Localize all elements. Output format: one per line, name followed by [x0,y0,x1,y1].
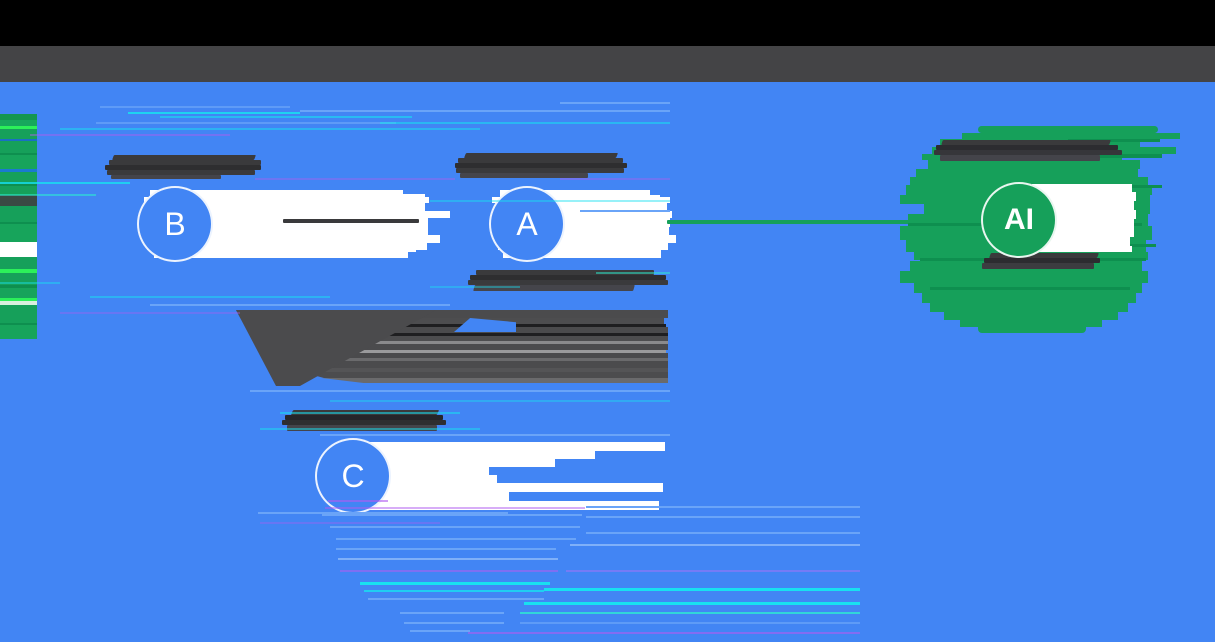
diagram-canvas[interactable]: B A [0,82,1215,642]
dark-smear-artifact [236,310,668,386]
node-ai-badge-label: AI [1004,203,1034,236]
node-b-badge-label: B [164,205,186,242]
node-a-badge[interactable]: A [489,186,565,262]
node-c-badge-label: C [341,457,365,494]
edge-a-to-ai [667,220,932,224]
node-ai-badge[interactable]: AI [981,182,1057,258]
node-a-sublabel [468,270,668,292]
node-c-badge[interactable]: C [315,438,391,514]
left-green-fragment [0,114,37,339]
node-a-card[interactable] [492,190,676,258]
node-a-label [455,153,630,178]
node-ai-group[interactable]: AI [900,96,1215,346]
node-ai-label [934,140,1124,162]
node-b-card[interactable] [144,190,450,258]
node-ai-sublabel [982,253,1102,271]
node-c-card[interactable] [335,442,665,510]
node-b-label [105,155,265,179]
node-a-badge-label: A [516,205,538,242]
node-b-badge[interactable]: B [137,186,213,262]
top-letterbox [0,0,1215,46]
window-header-bar: Untitled Untitled Untitled Untitled [0,46,1215,118]
edge-b-to-a [283,219,419,223]
